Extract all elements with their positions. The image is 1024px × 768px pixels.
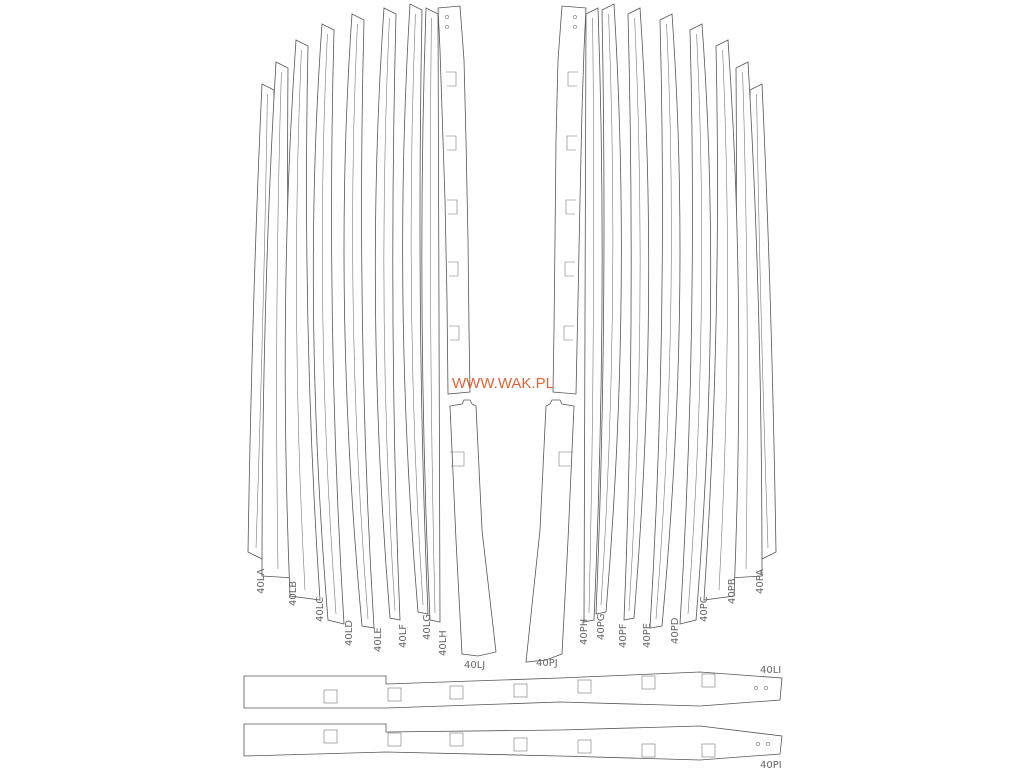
strip-top-label: 40LI	[760, 665, 781, 676]
left-plank-0-groove	[255, 93, 268, 549]
left-spine-label: 40LJ	[464, 660, 485, 671]
right-spine-label: 40PJ	[536, 658, 558, 669]
strip-top-windows-window-2	[449, 685, 464, 700]
left-plank-group	[247, 3, 441, 629]
left-plank-7-groove	[429, 17, 436, 614]
left-plank-6	[402, 3, 429, 615]
plank-label-40ph: 40PH	[579, 619, 590, 645]
right-plank-1-groove	[742, 71, 748, 570]
left-plank-1-groove	[276, 71, 282, 570]
left-plank-5	[374, 7, 401, 621]
right-plank-0-groove	[756, 93, 769, 549]
right-plank-3-groove	[687, 33, 702, 615]
strip-bottom-label: 40PI	[760, 760, 782, 768]
right-plank-6-groove	[600, 13, 614, 606]
right-plank-7-groove	[588, 17, 595, 614]
strip-bottom-windows-window-1	[387, 732, 402, 747]
plank-label-40lc: 40LC	[315, 597, 326, 622]
strip-bottom-windows-window-4	[577, 739, 592, 754]
left-plank-5-groove	[383, 17, 396, 612]
strip-bottom-windows-window-2	[449, 732, 464, 747]
plank-label-40pe: 40PE	[642, 623, 653, 648]
strip-top-windows-window-6	[701, 673, 716, 688]
strip-bottom-windows-window-3	[513, 737, 528, 752]
left-plank-3-groove	[322, 33, 337, 615]
left-plank-6-groove	[410, 13, 424, 606]
strip-top-windows-window-3	[513, 683, 528, 698]
plank-label-40ld: 40LD	[344, 620, 355, 646]
right-plank-6	[595, 3, 622, 615]
plank-label-40pc: 40PC	[699, 596, 710, 622]
left-plank-2-groove	[296, 49, 306, 591]
left-plank-3	[312, 23, 345, 625]
plank-label-40lg: 40LG	[422, 614, 433, 640]
watermark-text: WWW.WAK.PL	[452, 375, 554, 392]
right-plank-3	[679, 23, 712, 625]
strip-top-windows-window-1	[387, 687, 402, 702]
right-plank-2	[703, 39, 740, 601]
left-plank-4-groove	[352, 23, 369, 620]
plank-label-40pf: 40PF	[618, 623, 629, 648]
plank-label-40pg: 40PG	[596, 613, 607, 640]
right-plank-group	[583, 3, 777, 629]
left-plank-2	[284, 39, 321, 601]
left-plank-4	[343, 13, 375, 629]
strip-bottom-windows-window-6	[701, 743, 716, 758]
right-plank-4-groove	[655, 23, 672, 620]
strip-top-windows-window-5	[641, 675, 656, 690]
plank-label-40pa: 40PA	[755, 569, 766, 594]
strip-top-windows-window-0	[323, 689, 338, 704]
plank-label-40pd: 40PD	[670, 617, 681, 644]
plank-label-40lb: 40LB	[288, 581, 299, 606]
plank-label-40la: 40LA	[256, 568, 267, 594]
right-plank-2-groove	[718, 49, 728, 591]
plank-label-40lf: 40LF	[398, 624, 409, 648]
right-spine-part	[525, 5, 587, 663]
strip-bottom-windows-window-5	[641, 743, 656, 758]
plank-label-40pb: 40PB	[727, 578, 738, 604]
plank-label-40le: 40LE	[373, 627, 384, 652]
strip-bottom-part	[243, 723, 783, 761]
strip-bottom-windows-window-0	[323, 729, 338, 744]
strip-top-windows-window-4	[577, 679, 592, 694]
strip-top-part	[243, 671, 783, 709]
right-plank-4	[649, 13, 681, 629]
left-plank-7	[421, 7, 441, 623]
right-plank-7	[583, 7, 603, 623]
right-plank-5-groove	[628, 17, 641, 612]
left-spine-part	[437, 5, 497, 657]
right-plank-5	[623, 7, 650, 621]
plank-label-40lh: 40LH	[438, 630, 449, 656]
